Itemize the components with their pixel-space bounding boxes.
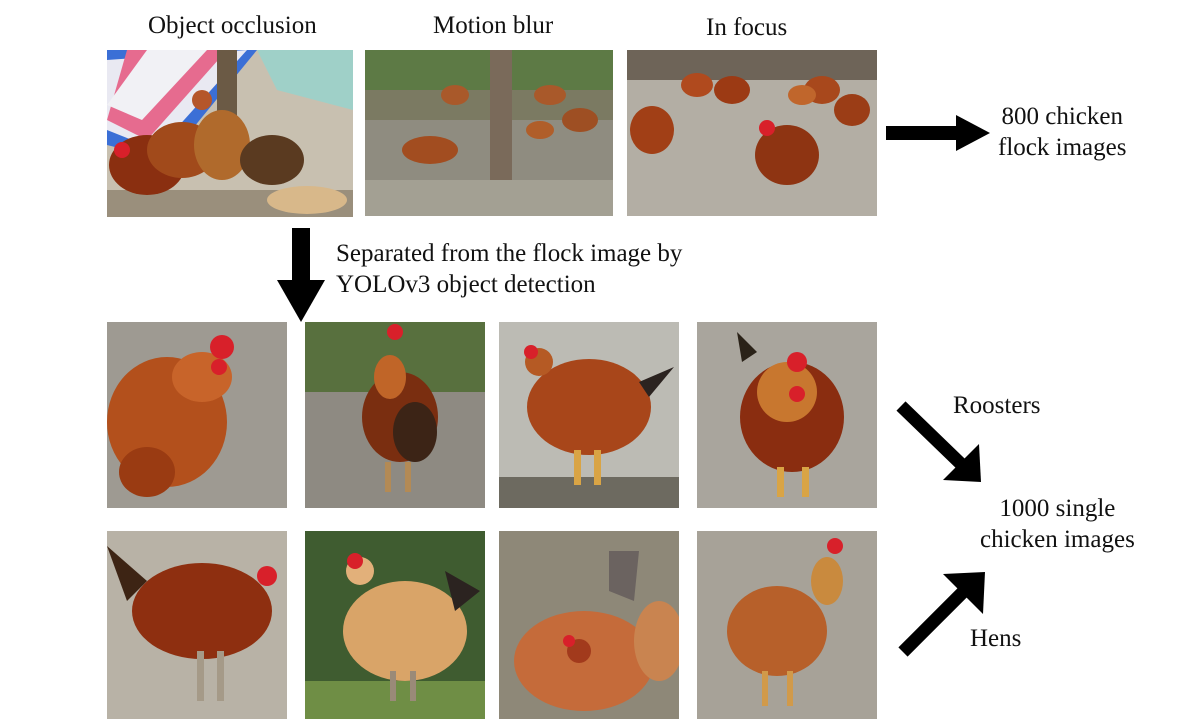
single-chicken-photo <box>107 322 287 508</box>
caption-motion-blur: Motion blur <box>433 12 554 39</box>
arrow-down-right-icon <box>896 401 981 482</box>
detection-step-line1: Separated from the flock image by <box>336 240 683 267</box>
flock-photo-occlusion <box>107 50 353 217</box>
hens-label: Hens <box>970 625 1022 652</box>
single-chicken-photo <box>697 322 877 508</box>
arrow-up-right-icon <box>898 572 985 657</box>
single-chicken-photo <box>305 322 485 508</box>
detection-step-line2: YOLOv3 object detection <box>336 271 596 298</box>
arrow-right-icon <box>886 115 990 151</box>
flock-images-result-label: 800 chicken flock images <box>998 103 1127 162</box>
flock-photo-in-focus <box>627 50 877 216</box>
single-chicken-photo <box>499 531 679 719</box>
single-chicken-photo <box>499 322 679 508</box>
single-chicken-photo <box>107 531 287 719</box>
caption-object-occlusion: Object occlusion <box>148 12 317 39</box>
caption-in-focus: In focus <box>706 14 788 41</box>
single-chicken-photo <box>305 531 485 719</box>
arrow-down-icon <box>277 228 325 322</box>
flock-photo-motion-blur <box>365 50 613 216</box>
single-chicken-photo <box>697 531 877 719</box>
roosters-label: Roosters <box>953 392 1041 419</box>
single-images-result-label: 1000 single chicken images <box>980 495 1135 554</box>
